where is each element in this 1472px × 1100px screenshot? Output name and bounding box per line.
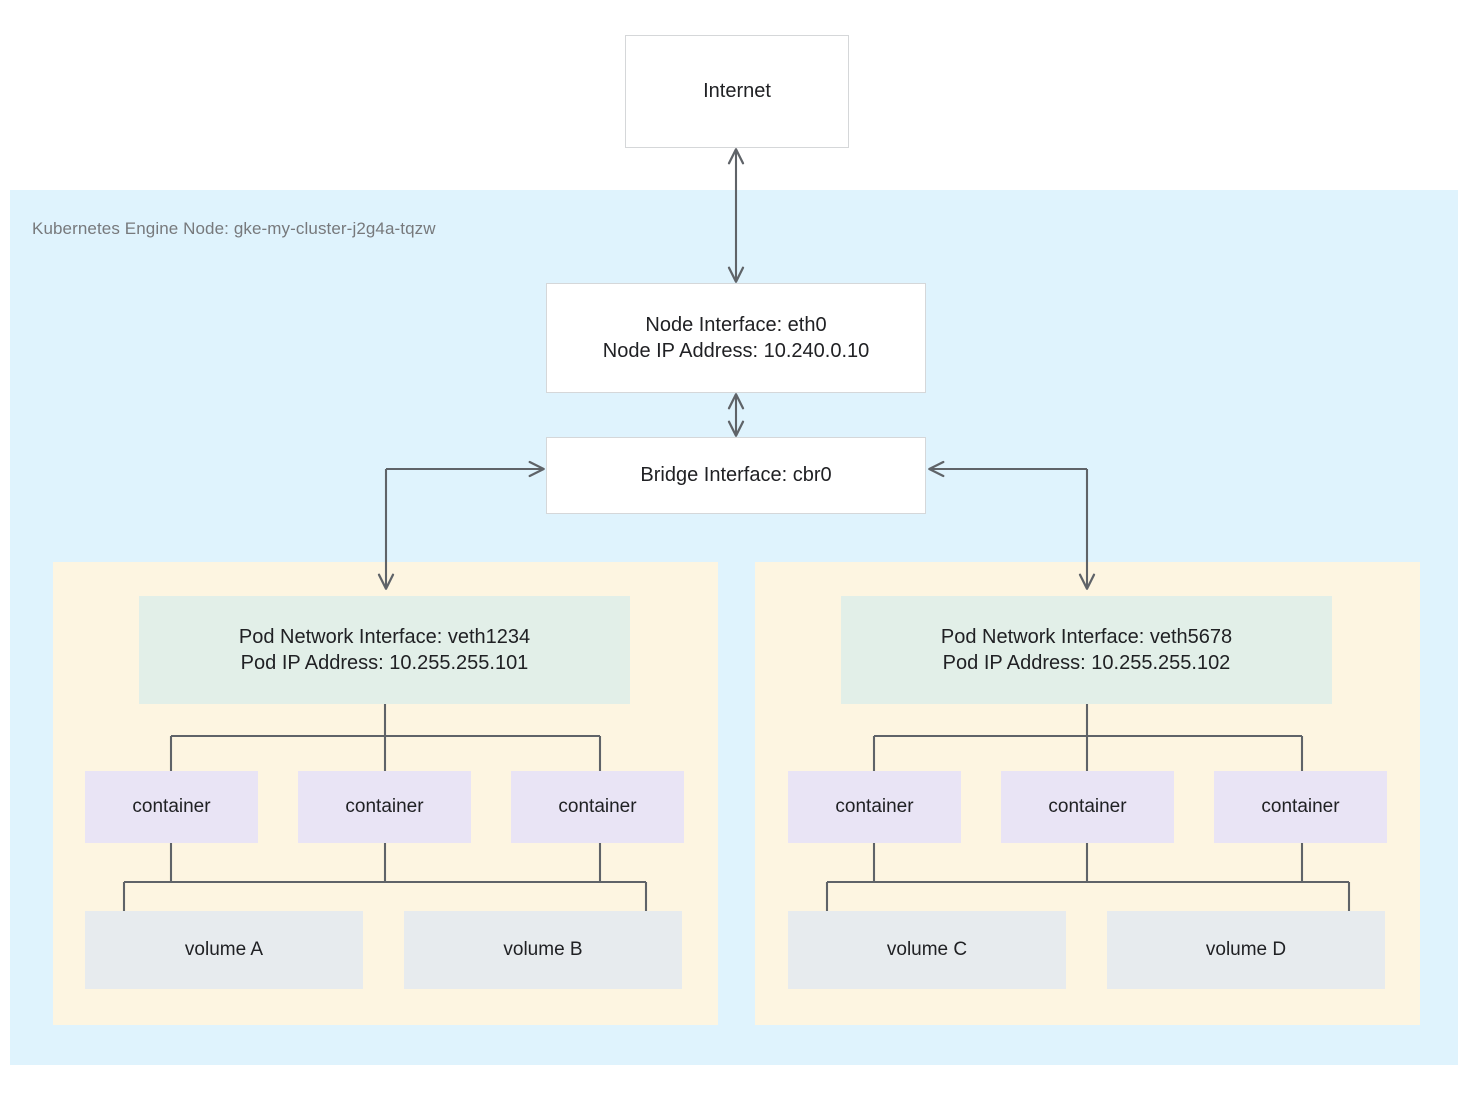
node-interface-node[interactable]: Node Interface: eth0 Node IP Address: 10…: [546, 283, 926, 393]
node-interface-name: Node Interface: eth0: [645, 313, 827, 336]
node-ip-address: Node IP Address: 10.240.0.10: [602, 340, 870, 362]
pod-1-container-3-label: container: [558, 796, 637, 818]
pod-2-network-interface-node[interactable]: Pod Network Interface: veth5678 Pod IP A…: [841, 596, 1332, 704]
pod-1-network-interface-name: Pod Network Interface: veth1234: [238, 625, 531, 648]
pod-2-ip-address: Pod IP Address: 10.255.255.102: [942, 652, 1231, 674]
pod-1-container-3[interactable]: container: [511, 771, 684, 843]
pod-2-container-1-label: container: [835, 796, 914, 818]
pod-2-network-interface-name: Pod Network Interface: veth5678: [940, 625, 1233, 648]
pod-2-volume-c[interactable]: volume C: [788, 911, 1066, 989]
pod-2-container-3-label: container: [1261, 796, 1340, 818]
pod-2-volume-d-label: volume D: [1205, 939, 1287, 961]
pod-2-container-3[interactable]: container: [1214, 771, 1387, 843]
pod-2-container-2-label: container: [1048, 796, 1127, 818]
pod-2-volume-d[interactable]: volume D: [1107, 911, 1385, 989]
pod-2-container-2[interactable]: container: [1001, 771, 1174, 843]
pod-2-container-1[interactable]: container: [788, 771, 961, 843]
pod-1-volume-b[interactable]: volume B: [404, 911, 682, 989]
internet-node[interactable]: Internet: [625, 35, 849, 148]
pod-1-volume-a-label: volume A: [184, 939, 264, 961]
pod-1-volume-b-label: volume B: [503, 939, 583, 961]
bridge-interface-node[interactable]: Bridge Interface: cbr0: [546, 437, 926, 514]
pod-1-container-1-label: container: [132, 796, 211, 818]
pod-1-ip-address: Pod IP Address: 10.255.255.101: [240, 652, 529, 674]
pod-1-network-interface-node[interactable]: Pod Network Interface: veth1234 Pod IP A…: [139, 596, 630, 704]
pod-1-container-1[interactable]: container: [85, 771, 258, 843]
pod-1-container-2[interactable]: container: [298, 771, 471, 843]
pod-1-volume-a[interactable]: volume A: [85, 911, 363, 989]
pod-2-volume-c-label: volume C: [886, 939, 968, 961]
bridge-interface-label: Bridge Interface: cbr0: [640, 464, 832, 487]
internet-label: Internet: [703, 80, 771, 103]
pod-1-container-2-label: container: [345, 796, 424, 818]
kubernetes-node-label: Kubernetes Engine Node: gke-my-cluster-j…: [32, 219, 436, 238]
